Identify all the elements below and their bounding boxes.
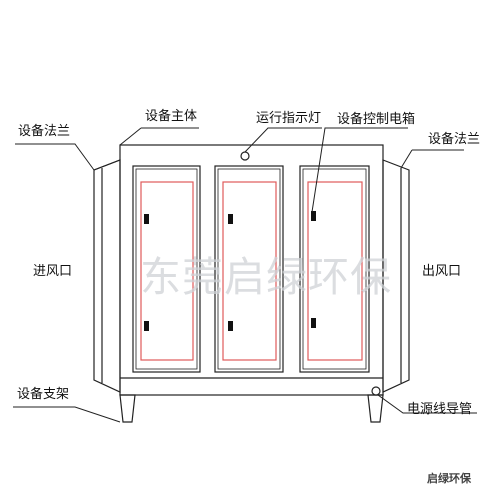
corner-mark: 启绿环保 xyxy=(427,472,471,485)
door-handle xyxy=(144,214,149,224)
leader-lines xyxy=(13,127,477,423)
door-left xyxy=(132,165,201,373)
label-inlet: 进风口 xyxy=(33,264,73,279)
label-outlet: 出风口 xyxy=(422,264,462,279)
label-main-body: 设备主体 xyxy=(145,109,198,124)
indicator-light xyxy=(240,151,250,161)
support-legs xyxy=(119,394,384,423)
label-support: 设备支架 xyxy=(17,387,70,402)
label-indicator-light: 运行指示灯 xyxy=(256,111,322,126)
door-middle xyxy=(214,165,284,373)
door-handle xyxy=(311,318,316,328)
label-control-box: 设备控制电箱 xyxy=(337,112,416,127)
label-flange-right: 设备法兰 xyxy=(428,132,481,147)
door-handle xyxy=(228,321,233,331)
door-handle xyxy=(228,214,233,224)
door-handle xyxy=(144,321,149,331)
door-handle xyxy=(311,211,316,221)
left-flange xyxy=(93,159,121,393)
cable-conduit xyxy=(371,386,381,396)
label-cable-conduit: 电源线导管 xyxy=(407,402,473,417)
watermark: 东莞启绿环保 xyxy=(140,253,392,301)
door-right xyxy=(299,165,370,373)
label-flange-left: 设备法兰 xyxy=(18,124,71,139)
